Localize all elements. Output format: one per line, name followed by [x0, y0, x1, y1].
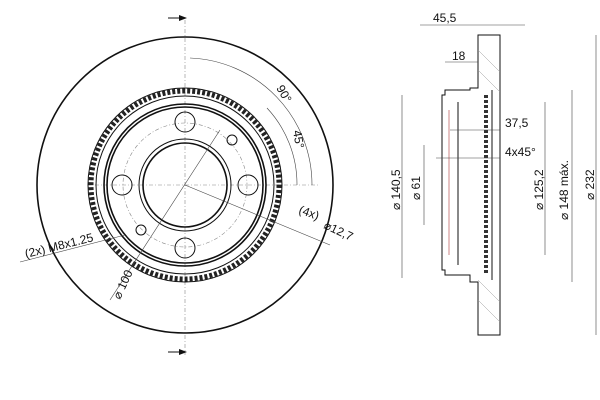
hat-edge — [103, 103, 267, 267]
thread-leader — [19, 234, 126, 263]
front-view: 90° 45° (4x) ⌀12,7 (2x) M8x1.25 ⌀ 100 — [19, 15, 356, 355]
abs-ring-inner — [95, 95, 275, 275]
hub-ring — [138, 138, 232, 232]
thickness-label: 18 — [452, 49, 466, 63]
hat-depth-label: 37,5 — [505, 116, 529, 130]
abs-ring-outer — [87, 87, 283, 283]
pcd-dim-line — [109, 129, 221, 301]
angle-90-label: 90° — [273, 83, 294, 106]
disc-outer-edge — [36, 36, 334, 334]
chamfer-label: 4x45° — [505, 145, 536, 159]
overall-width-label: 45,5 — [433, 11, 457, 25]
hat-diameter-label: ⌀ 125,2 — [532, 169, 546, 210]
angle-dim-90 — [189, 57, 313, 186]
max-diameter-label: ⌀ 148 máx. — [557, 160, 571, 220]
thread-hole — [226, 134, 238, 146]
bolt-hole — [174, 237, 196, 259]
thread-hole — [135, 224, 147, 236]
hub-diameter-label: ⌀ 140,5 — [389, 169, 403, 210]
outer-diameter-label: ⌀ 232 — [583, 169, 597, 200]
thread-label: (2x) M8x1.25 — [23, 230, 95, 261]
bolt-hole — [111, 174, 133, 196]
disc-section — [441, 34, 501, 336]
bolt-hole — [174, 111, 196, 133]
pcd-circle — [122, 122, 248, 248]
side-view: 45,5 18 37,5 4x45° ⌀ 125,2 ⌀ 148 máx. ⌀ … — [389, 11, 597, 336]
angle-45-label: 45° — [290, 129, 307, 149]
hole-diameter-label: ⌀12,7 — [322, 218, 356, 244]
hat-edge-inner — [106, 106, 264, 264]
pcd-label: ⌀ 100 — [110, 267, 136, 301]
hole-leader — [184, 184, 331, 246]
bore-diameter-label: ⌀ 61 — [409, 176, 423, 200]
hole-count-label: (4x) — [297, 203, 321, 223]
bolt-hole — [237, 174, 259, 196]
angle-dim-45 — [266, 107, 298, 186]
center-bore — [142, 142, 228, 228]
abs-ring-teeth — [88, 88, 282, 282]
